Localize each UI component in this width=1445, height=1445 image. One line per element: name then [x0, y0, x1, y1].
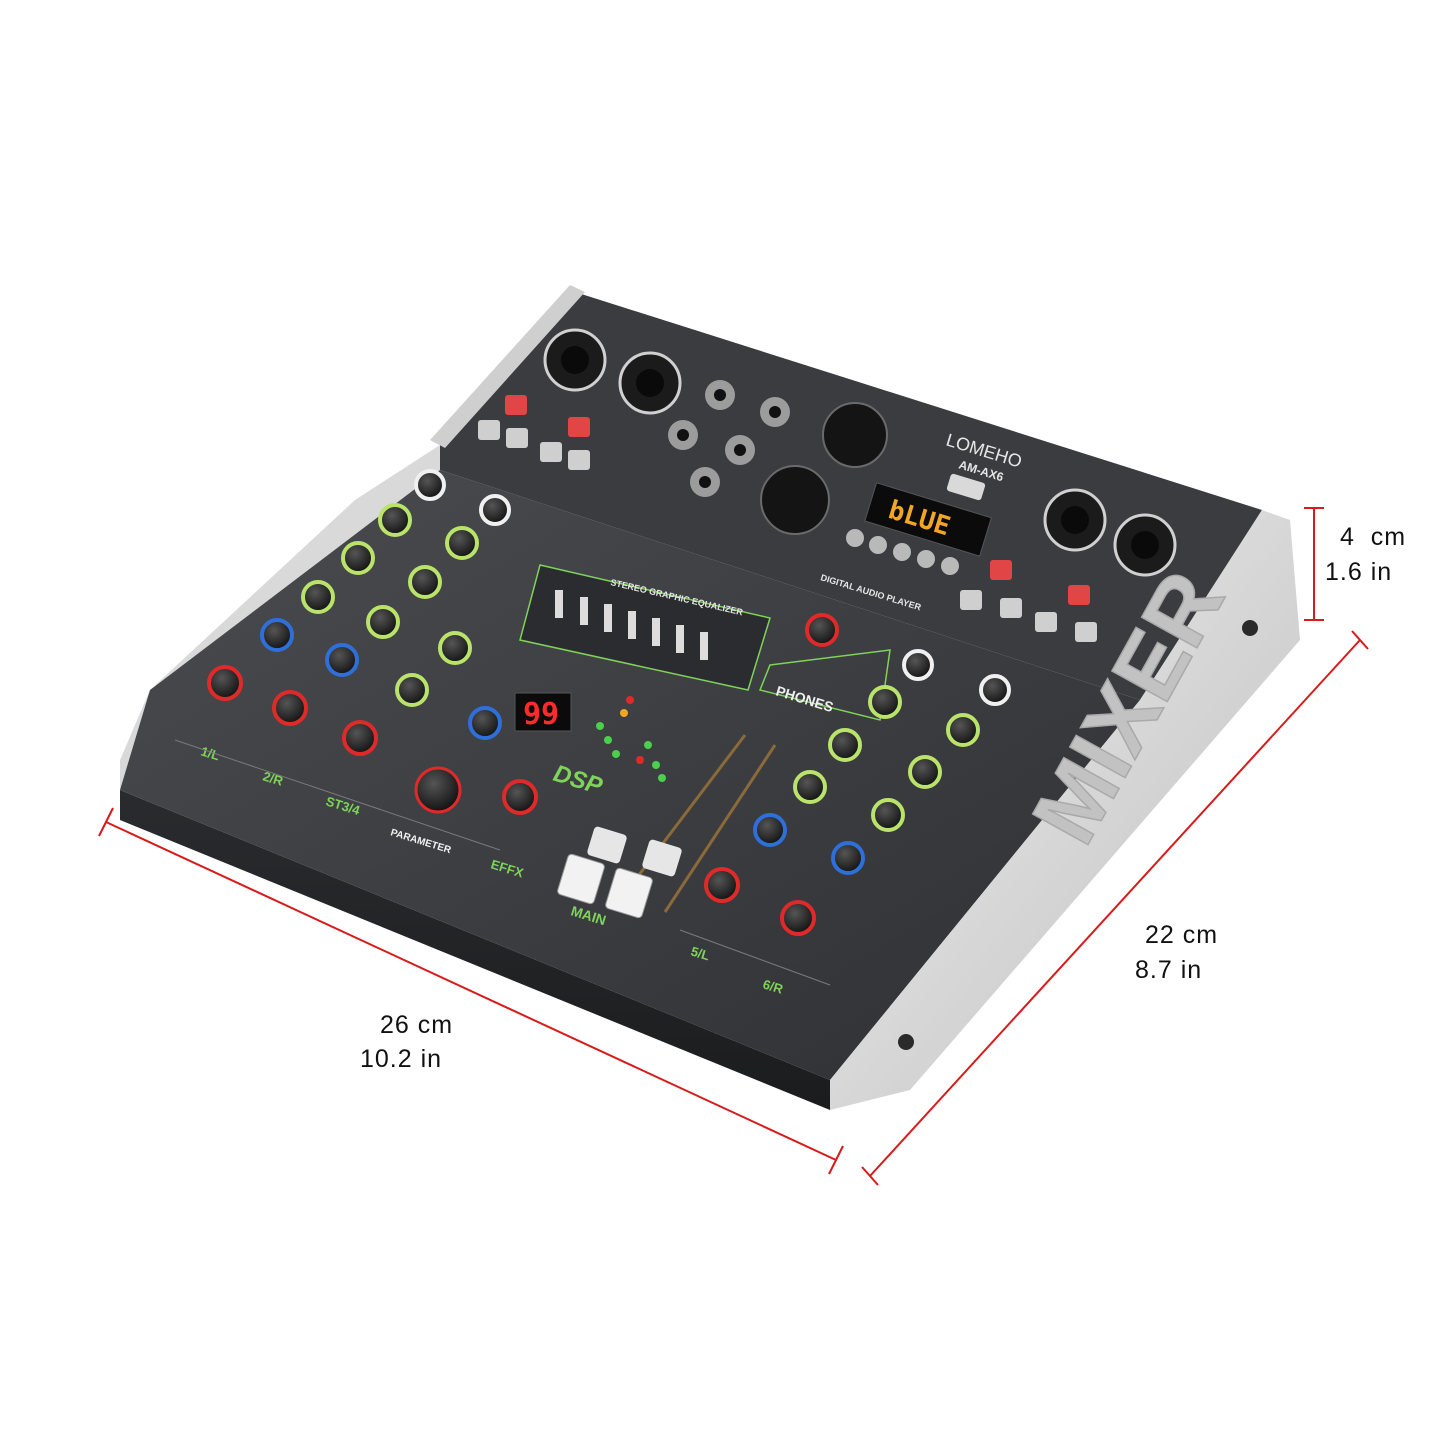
combo-input-ch6[interactable] — [1113, 513, 1177, 577]
deck-dividers — [174, 739, 831, 986]
depth-cm-label: 22 cm — [1145, 921, 1219, 949]
dimension-lines — [98, 507, 1369, 1186]
channel-label: 5/L — [689, 944, 711, 964]
main-out-xlr-left[interactable] — [822, 402, 888, 468]
mixer-right-side-panel — [830, 510, 1300, 1110]
usb-port[interactable] — [946, 473, 986, 501]
combo-input-ch5[interactable] — [1043, 488, 1107, 552]
depth-dimension-line — [869, 639, 1361, 1177]
phones-section: PHONES — [758, 613, 891, 721]
width-cm-label: 26 cm — [380, 1011, 454, 1039]
height-in-label: 1.6 in — [1325, 558, 1393, 586]
main-fader-right[interactable] — [605, 867, 654, 919]
left-channel-knobs[interactable] — [207, 469, 538, 815]
width-dimension-line — [105, 821, 837, 1161]
pad-hpf-buttons-ch1-2[interactable] — [478, 395, 590, 470]
height-cm-label: 4 cm — [1340, 523, 1407, 551]
pad-hpf-buttons-ch5-6[interactable] — [960, 560, 1097, 642]
depth-in-label: 8.7 in — [1135, 956, 1203, 984]
player-buttons[interactable] — [846, 529, 959, 575]
mixer-front-face — [120, 790, 830, 1110]
combo-input-ch1[interactable] — [543, 328, 607, 392]
parameter-knob[interactable] — [414, 766, 462, 814]
main-out-xlr-right[interactable] — [760, 465, 830, 535]
phones-knob[interactable] — [805, 613, 839, 647]
main-faders[interactable] — [557, 734, 777, 919]
led-meter — [596, 696, 666, 782]
mixer: MIXER — [120, 285, 1300, 1110]
width-in-label: 10.2 in — [360, 1045, 443, 1073]
combo-input-ch2[interactable] — [618, 351, 682, 415]
fx-display-text: 99 — [523, 697, 559, 732]
channel-label: 2/R — [261, 769, 285, 789]
side-screw-hole — [898, 1034, 914, 1050]
main-fader-left[interactable] — [557, 853, 606, 905]
mixer-rear-top-edge — [430, 285, 585, 448]
fx-display: 99 — [514, 692, 572, 732]
side-screw-hole — [1242, 620, 1258, 636]
right-channel-knobs[interactable] — [704, 649, 1011, 936]
channel-label: 6/R — [761, 977, 785, 997]
line-jacks[interactable] — [668, 380, 790, 497]
channel-label: 1/L — [199, 744, 221, 764]
channel-labels: 1/L 2/R ST3/4 5/L 6/R — [199, 744, 785, 997]
geq-sliders[interactable] — [555, 590, 708, 660]
